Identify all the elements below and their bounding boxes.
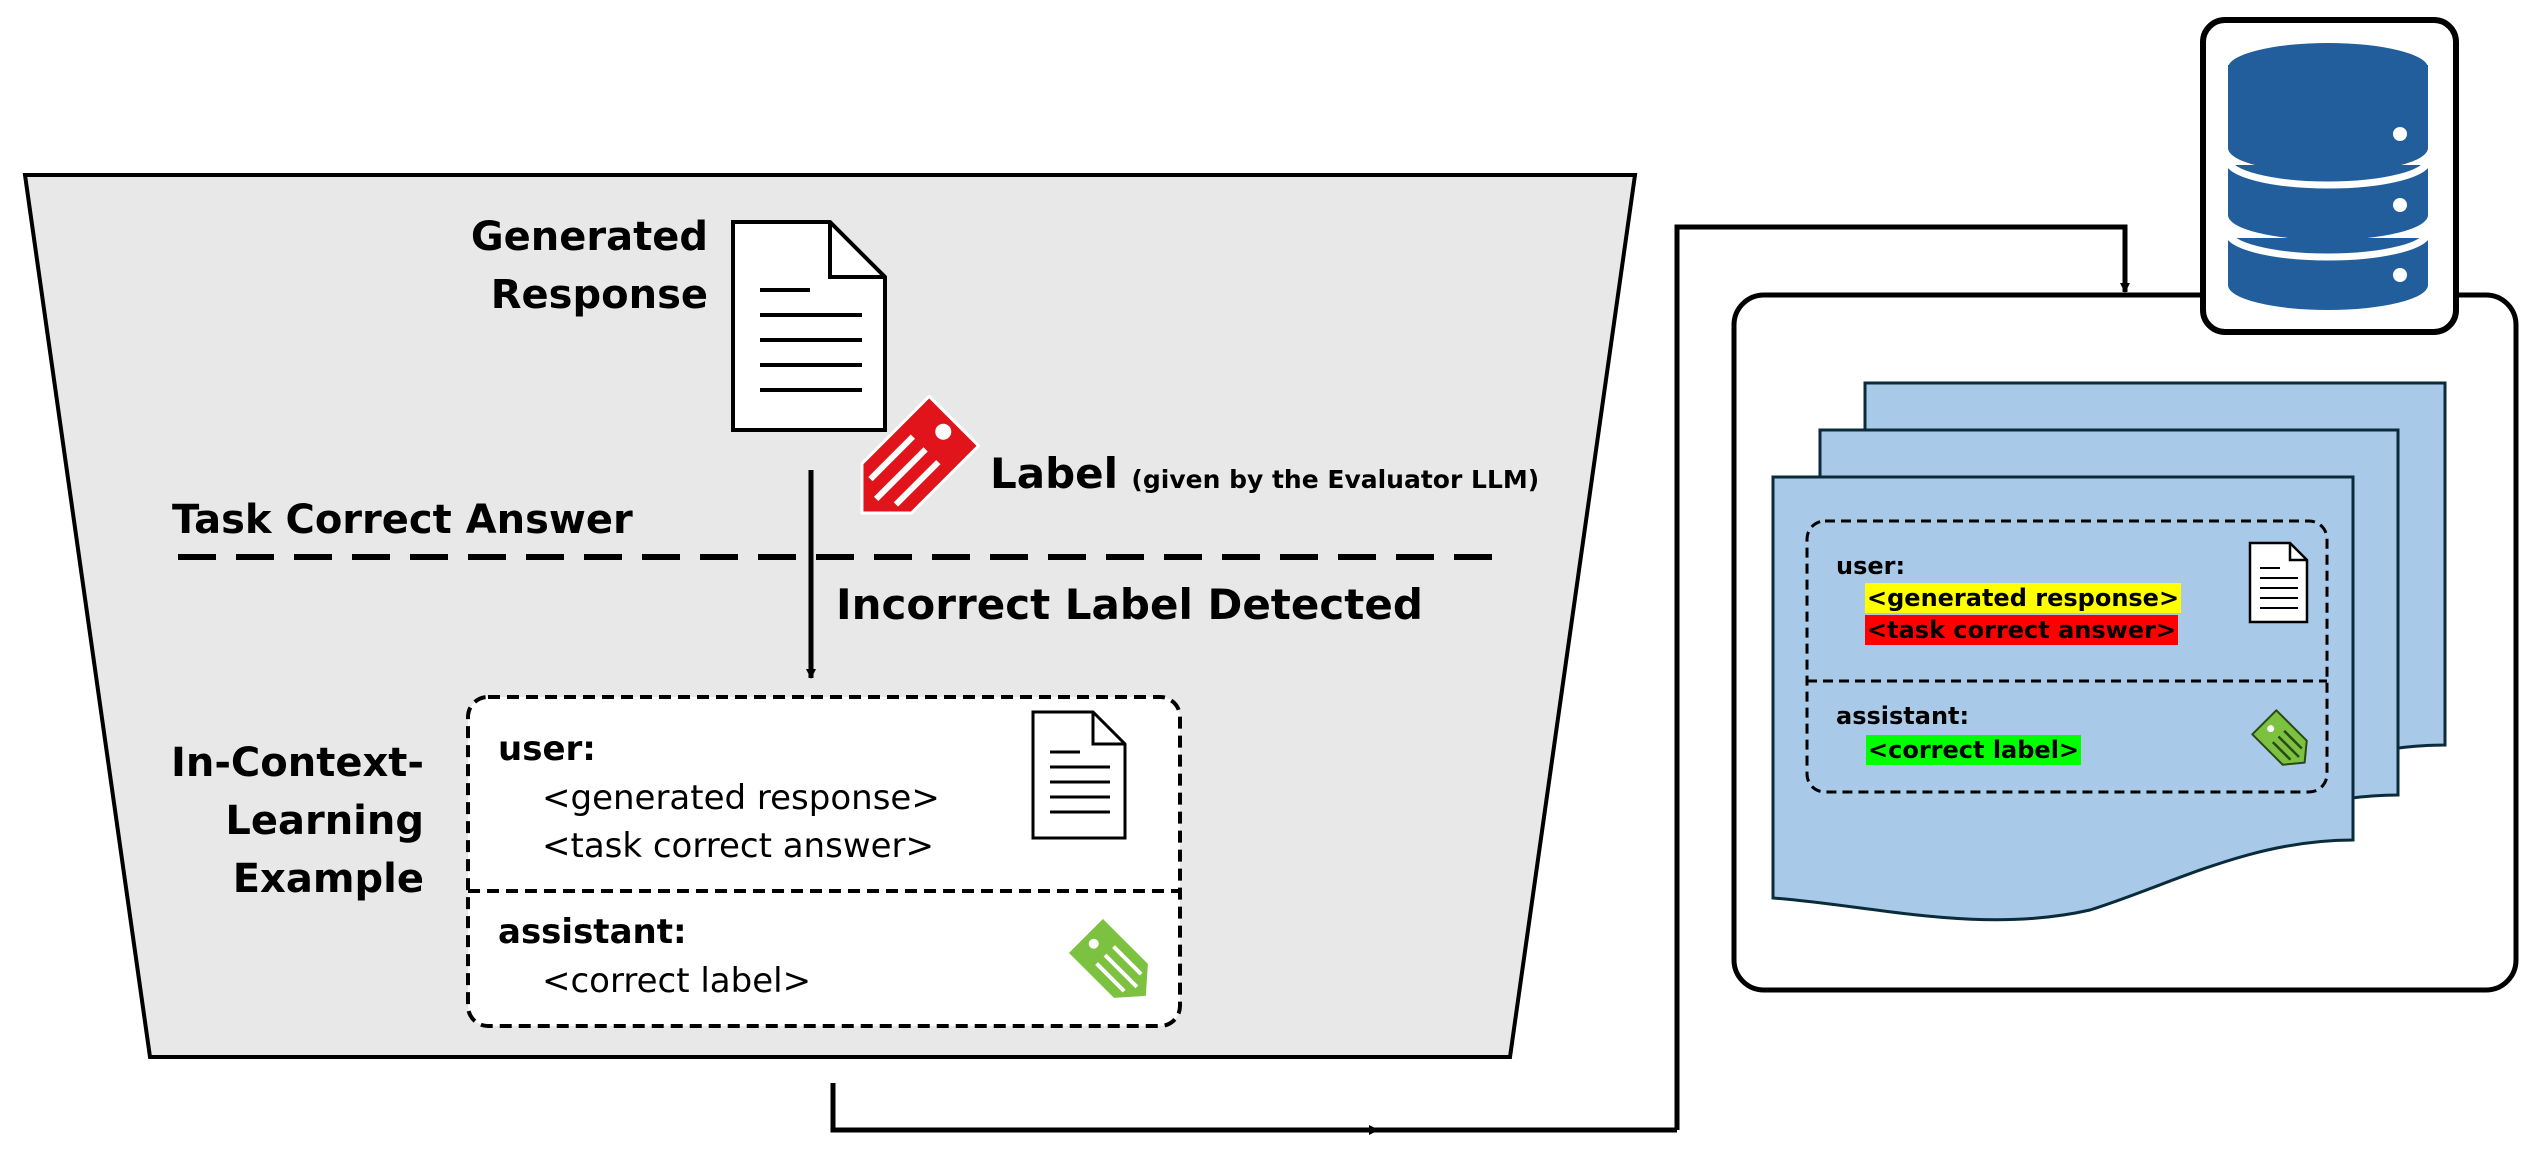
dataset-correct-label: <correct label>	[1866, 735, 2082, 765]
document-icon	[731, 220, 887, 432]
dataset-card	[1805, 519, 2329, 794]
icl-assistant-role: assistant:	[498, 912, 687, 952]
icl-assistant-line: <correct label>	[542, 961, 812, 1001]
main-panel	[22, 173, 1638, 1059]
label-title: Label (given by the Evaluator LLM)	[990, 448, 1539, 506]
incorrect-label-detected: Incorrect Label Detected	[836, 580, 1423, 629]
icl-document-icon	[1031, 710, 1127, 840]
database-icon	[2224, 43, 2432, 310]
small-green-tag-icon	[2251, 709, 2308, 766]
green-tag-icon	[1066, 916, 1150, 1000]
task-correct-answer-label: Task Correct Answer	[172, 497, 633, 543]
dataset-assistant-role: assistant:	[1836, 702, 1970, 730]
dataset-pages	[1771, 381, 2447, 922]
label-note: (given by the Evaluator LLM)	[1131, 465, 1540, 494]
red-tag-icon	[860, 394, 981, 515]
icl-user-line-generated: <generated response>	[542, 778, 940, 818]
small-document-icon	[2248, 541, 2309, 624]
dataset-user-role: user:	[1836, 552, 1906, 580]
dataset-task-correct-answer: <task correct answer>	[1865, 615, 2179, 645]
icl-user-line-answer: <task correct answer>	[542, 826, 935, 866]
icl-card	[466, 695, 1182, 1028]
right-connector	[1674, 224, 2130, 1130]
bottom-connector	[830, 1083, 1379, 1135]
label-word: Label	[990, 449, 1119, 498]
generated-response-title: Generated Response	[470, 214, 708, 318]
dataset-generated-response: <generated response>	[1865, 583, 2182, 613]
icl-title: In-Context- Learning Example	[170, 740, 424, 902]
icl-user-role: user:	[498, 729, 596, 769]
